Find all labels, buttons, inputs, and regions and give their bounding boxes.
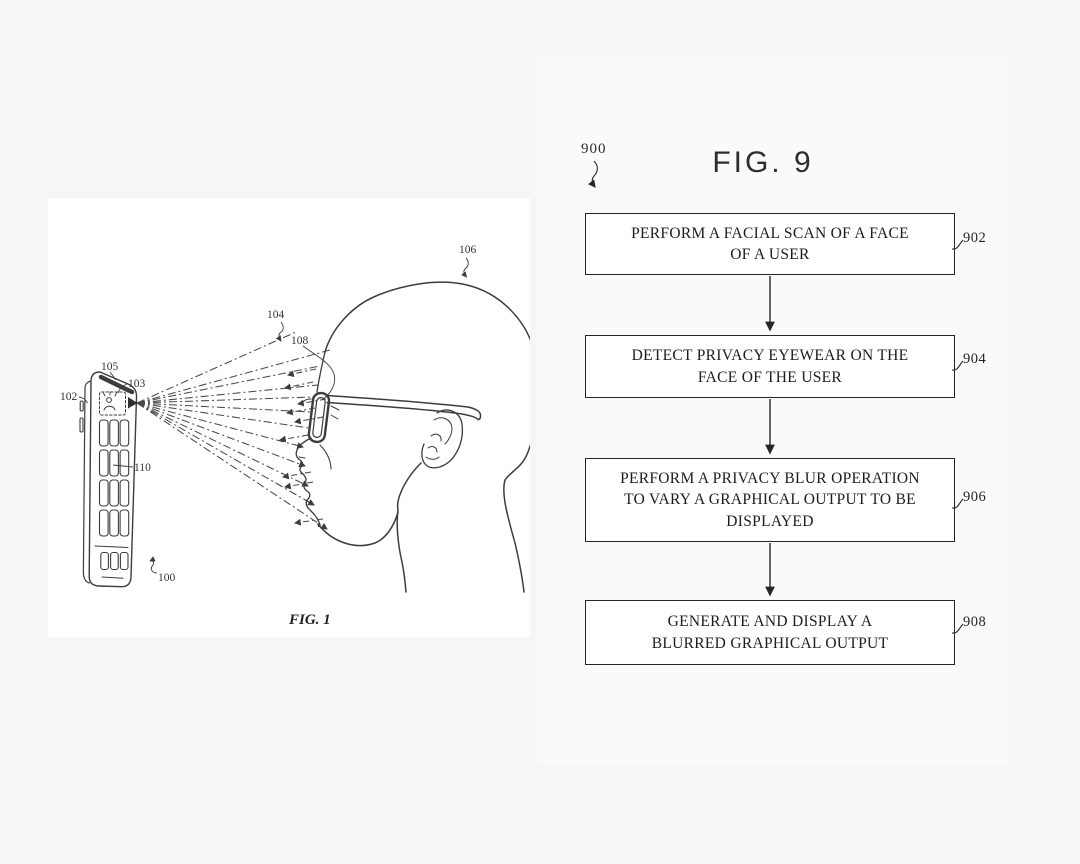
eyewear-lens bbox=[307, 391, 331, 444]
phone-side-button bbox=[79, 417, 84, 433]
skull-outline bbox=[324, 281, 530, 593]
step-ref-908: 908 bbox=[963, 614, 987, 630]
step-ref-906: 906 bbox=[963, 489, 987, 505]
step-ref-904: 904 bbox=[963, 351, 987, 367]
flowchart-step-text: PERFORM A FACIAL SCAN OF A FACE OF A USE… bbox=[631, 224, 909, 263]
neck-front bbox=[396, 462, 422, 593]
ref-102: 102 bbox=[60, 391, 78, 403]
ref-108: 108 bbox=[291, 335, 309, 347]
phone-top-bezel bbox=[98, 374, 135, 395]
ear bbox=[421, 409, 464, 469]
fig1-panel: 105 103 102 110 100 104 108 106 FIG. 1 bbox=[48, 198, 530, 637]
flowchart-step-908: GENERATE AND DISPLAY A BLURRED GRAPHICAL… bbox=[585, 600, 955, 665]
scan-rays bbox=[136, 331, 331, 530]
eyewear-temple-arm bbox=[326, 394, 482, 416]
ref-106: 106 bbox=[459, 244, 477, 256]
nose-mouth-chin bbox=[295, 437, 321, 528]
jaw-line bbox=[317, 511, 399, 547]
ref-100: 100 bbox=[158, 572, 176, 584]
flowchart-step-text: PERFORM A PRIVACY BLUR OPERATION TO VARY… bbox=[620, 469, 920, 530]
fig1-caption: FIG. 1 bbox=[288, 612, 331, 628]
user-head bbox=[295, 281, 530, 593]
dock-icons bbox=[100, 551, 129, 571]
ref-104: 104 bbox=[267, 309, 285, 321]
flowchart-step-902: PERFORM A FACIAL SCAN OF A FACE OF A USE… bbox=[585, 213, 955, 275]
flowchart-step-906: PERFORM A PRIVACY BLUR OPERATION TO VARY… bbox=[585, 458, 955, 542]
flowchart-step-904: DETECT PRIVACY EYEWEAR ON THE FACE OF TH… bbox=[585, 335, 955, 398]
fig1-reference-labels: 105 103 102 110 100 104 108 106 bbox=[60, 244, 477, 584]
phone-side-button bbox=[79, 400, 84, 412]
app-icons-grid bbox=[98, 419, 130, 537]
ref-110: 110 bbox=[134, 462, 151, 474]
privacy-eyewear bbox=[301, 391, 482, 444]
sensor-module bbox=[99, 391, 126, 416]
fig9-title: FIG. 9 bbox=[712, 146, 814, 179]
flowchart-step-text: GENERATE AND DISPLAY A BLURRED GRAPHICAL… bbox=[651, 613, 889, 652]
flowchart-step-text: DETECT PRIVACY EYEWEAR ON THE FACE OF TH… bbox=[631, 347, 909, 386]
ref-103: 103 bbox=[128, 378, 146, 390]
step-ref-902: 902 bbox=[963, 230, 987, 246]
scan-emitter bbox=[128, 397, 138, 409]
fig9-figure-ref: 900 bbox=[581, 141, 607, 157]
fig1-drawing: 105 103 102 110 100 104 108 106 FIG. 1 bbox=[60, 244, 530, 628]
ref-105: 105 bbox=[101, 361, 119, 373]
phone-device bbox=[79, 371, 138, 588]
